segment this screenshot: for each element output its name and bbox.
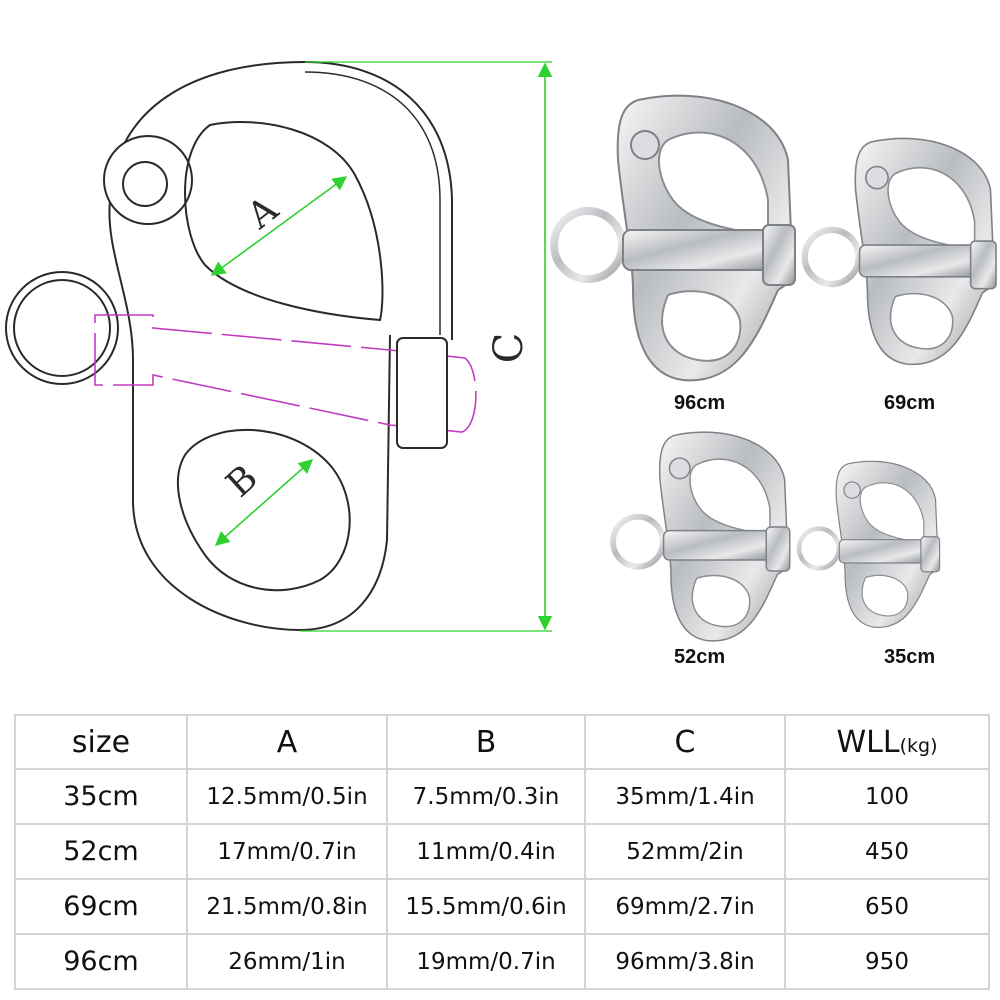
header-b: B — [386, 714, 586, 770]
header-wll: WLL(kg) — [784, 714, 990, 770]
photo-label-69cm: 69cm — [884, 392, 936, 414]
photo-label-52cm: 52cm — [674, 646, 726, 668]
table-row: 52cm 17mm/0.7in 11mm/0.4in 52mm/2in 450 — [14, 823, 990, 880]
dimension-b-label: B — [219, 457, 266, 505]
dimension-b-arrow — [214, 459, 314, 546]
header-wll-unit: (kg) — [899, 734, 938, 757]
cell-wll: 650 — [784, 878, 990, 935]
cell-c: 35mm/1.4in — [584, 768, 786, 825]
header-size: size — [14, 714, 188, 770]
table-row: 69cm 21.5mm/0.8in 15.5mm/0.6in 69mm/2.7i… — [14, 878, 990, 935]
plunger-block — [396, 337, 448, 449]
cell-size: 96cm — [14, 933, 188, 990]
cell-b: 19mm/0.7in — [386, 933, 586, 990]
cell-c: 69mm/2.7in — [584, 878, 786, 935]
cell-b: 7.5mm/0.3in — [386, 768, 586, 825]
swivel-eye-inner — [122, 161, 168, 207]
header-c: C — [584, 714, 786, 770]
cell-c: 52mm/2in — [584, 823, 786, 880]
cell-b: 11mm/0.4in — [386, 823, 586, 880]
table-row: 35cm 12.5mm/0.5in 7.5mm/0.3in 35mm/1.4in… — [14, 768, 990, 825]
product-photo-96cm — [550, 94, 796, 382]
snap-shackle-diagram: A B C — [5, 61, 553, 632]
header-wll-text: WLL — [836, 724, 900, 760]
cell-wll: 100 — [784, 768, 990, 825]
cell-wll: 450 — [784, 823, 990, 880]
cell-size: 52cm — [14, 823, 188, 880]
shackle-lower-right — [299, 334, 391, 631]
cell-b: 15.5mm/0.6in — [386, 878, 586, 935]
cell-size: 69cm — [14, 878, 188, 935]
opening-a-outline — [184, 121, 384, 322]
opening-b-outline — [177, 429, 351, 592]
spec-table: size A B C WLL(kg) 35cm 12.5mm/0.5in 7.5… — [14, 714, 990, 990]
ring-outer — [5, 271, 119, 385]
cell-a: 21.5mm/0.8in — [186, 878, 388, 935]
cell-c: 96mm/3.8in — [584, 933, 786, 990]
header-a: A — [186, 714, 388, 770]
cell-a: 12.5mm/0.5in — [186, 768, 388, 825]
product-photo-69cm — [801, 137, 997, 366]
table-row: 96cm 26mm/1in 19mm/0.7in 96mm/3.8in 950 — [14, 933, 990, 990]
photo-label-35cm: 35cm — [884, 646, 936, 668]
dimension-a-arrow — [210, 176, 348, 276]
cell-wll: 950 — [784, 933, 990, 990]
product-photo-35cm — [796, 460, 941, 628]
photo-label-96cm: 96cm — [674, 392, 726, 414]
cell-a: 26mm/1in — [186, 933, 388, 990]
table-header-row: size A B C WLL(kg) — [14, 714, 990, 770]
cell-size: 35cm — [14, 768, 188, 825]
dimension-a-label: A — [239, 188, 286, 238]
cell-a: 17mm/0.7in — [186, 823, 388, 880]
shackle-inner-wall — [304, 71, 441, 335]
ring-inner — [13, 279, 111, 377]
dimension-c-label: C — [486, 333, 532, 364]
release-pin-outline — [94, 314, 477, 433]
swivel-eye-outer — [103, 135, 193, 225]
product-photo-52cm — [610, 431, 791, 642]
shackle-body-outline — [108, 61, 453, 631]
